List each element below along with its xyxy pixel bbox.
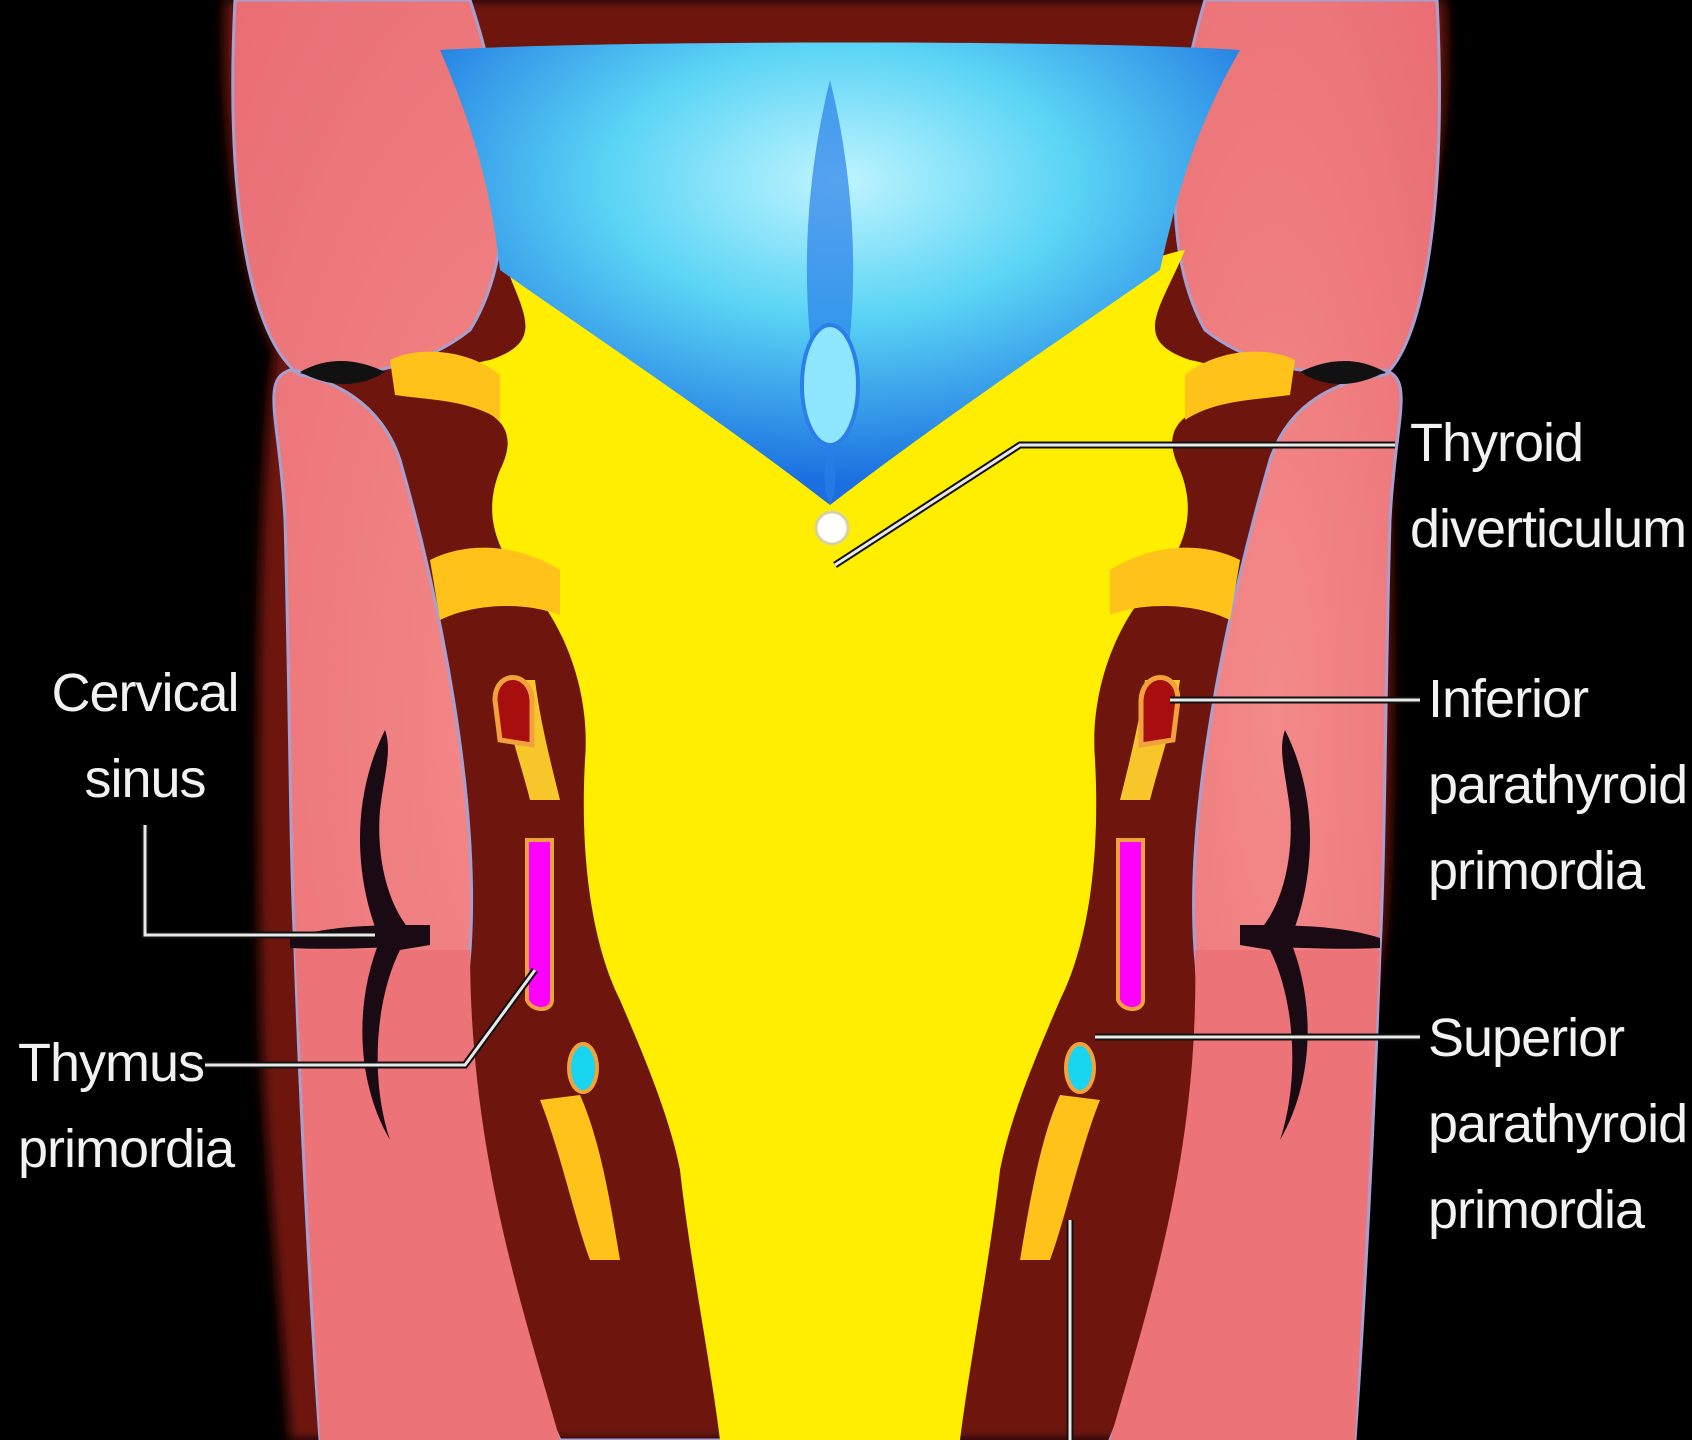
- label-cervical-sinus-line1: Cervical: [45, 650, 245, 736]
- label-inferior-parathyroid-line2: parathyroid: [1428, 742, 1687, 828]
- left-thymus: [527, 840, 552, 1009]
- left-inferior-parathyroid: [495, 678, 532, 746]
- label-superior-parathyroid-line2: parathyroid: [1428, 1081, 1687, 1167]
- left-superior-parathyroid: [569, 1044, 597, 1092]
- label-inferior-parathyroid-line1: Inferior: [1428, 656, 1687, 742]
- label-thymus-line1: Thymus: [18, 1020, 234, 1106]
- label-thyroid-diverticulum-line1: Thyroid: [1410, 400, 1686, 486]
- right-thymus: [1118, 840, 1143, 1009]
- label-cervical-sinus: Cervical sinus: [45, 650, 245, 822]
- label-thymus-line2: primordia: [18, 1106, 234, 1192]
- label-superior-parathyroid-line1: Superior: [1428, 995, 1687, 1081]
- label-superior-parathyroid-line3: primordia: [1428, 1167, 1687, 1253]
- label-inferior-parathyroid: Inferior parathyroid primordia: [1428, 656, 1687, 914]
- right-inferior-parathyroid: [1141, 678, 1178, 746]
- label-superior-parathyroid: Superior parathyroid primordia: [1428, 995, 1687, 1253]
- label-thymus: Thymus primordia: [18, 1020, 234, 1192]
- label-thyroid-diverticulum: Thyroid diverticulum: [1410, 400, 1686, 572]
- tuberculum-impar: [802, 325, 858, 445]
- label-thyroid-diverticulum-line2: diverticulum: [1410, 486, 1686, 572]
- right-superior-parathyroid: [1066, 1044, 1094, 1092]
- label-inferior-parathyroid-line3: primordia: [1428, 828, 1687, 914]
- label-cervical-sinus-line2: sinus: [45, 736, 245, 822]
- thyroid-diverticulum-bud: [816, 512, 848, 544]
